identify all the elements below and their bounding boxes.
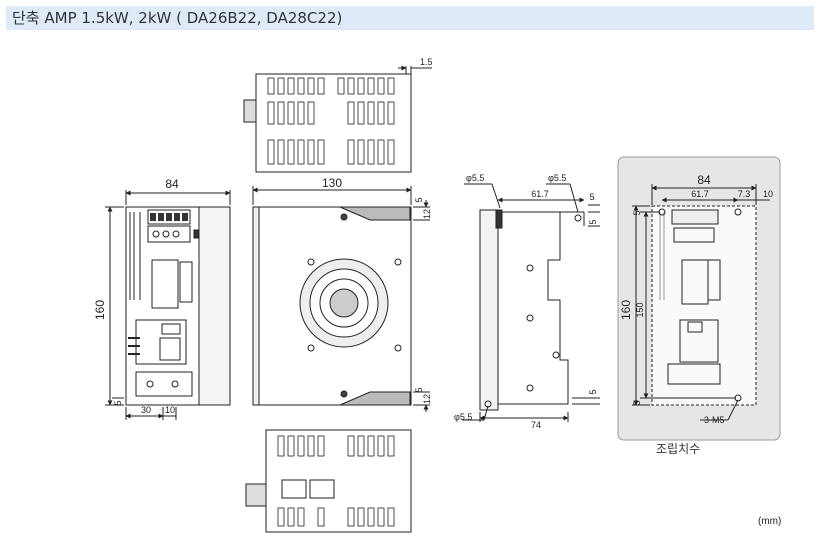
page-title: 단축 AMP 1.5kW, 2kW ( DA26B22, DA28C22) — [6, 6, 814, 30]
bracket-view — [462, 183, 600, 422]
front-view — [105, 190, 231, 420]
front-right-inset-label: 10 — [165, 405, 175, 415]
side-fin-top-label: 12 — [422, 209, 432, 219]
top-view — [243, 65, 432, 173]
side-depth-label: 130 — [322, 176, 342, 190]
bracket-top-span-label: 61.7 — [531, 189, 549, 199]
mount-edge-label: 10 — [763, 189, 773, 199]
bracket-hole-top-right-label: φ5.5 — [548, 173, 566, 183]
side-bottom-margin-label: 5 — [414, 387, 424, 392]
bracket-right-margin-label: 5 — [588, 219, 598, 224]
front-left-inset-label: 30 — [141, 405, 151, 415]
side-fin-bottom-label: 12 — [422, 394, 432, 404]
mount-screws-label: 3-M5 — [704, 415, 725, 425]
unit-label: (mm) — [758, 516, 782, 527]
mount-width-label: 84 — [697, 173, 711, 187]
bottom-view — [245, 429, 412, 533]
side-view — [252, 186, 430, 412]
bracket-bottom-margin-label: 5 — [588, 389, 598, 394]
front-height-label: 160 — [93, 300, 107, 320]
mount-height-label: 160 — [619, 300, 633, 320]
top-offset-label: 1.5 — [420, 57, 433, 67]
mounting-panel — [617, 156, 781, 441]
mount-hole-pitch-label: 150 — [635, 302, 645, 317]
mount-offset-label: 7.3 — [738, 189, 751, 199]
mount-bottom-gap-label: 5 — [632, 400, 642, 405]
mount-hole-span-label: 61.7 — [691, 189, 709, 199]
front-bottom-gap-label: 5 — [113, 400, 123, 405]
mounting-caption: 조립치수 — [656, 442, 701, 456]
front-width-label: 84 — [165, 177, 179, 191]
mount-top-gap-label: 5 — [632, 210, 642, 215]
side-top-margin-label: 5 — [414, 197, 424, 202]
bracket-bottom-span-label: 74 — [531, 420, 541, 430]
bracket-hole-top-left-label: φ5.5 — [466, 173, 484, 183]
bracket-hole-bottom-label: φ5.5 — [454, 412, 472, 422]
bracket-top-margin-label: 5 — [589, 192, 594, 202]
